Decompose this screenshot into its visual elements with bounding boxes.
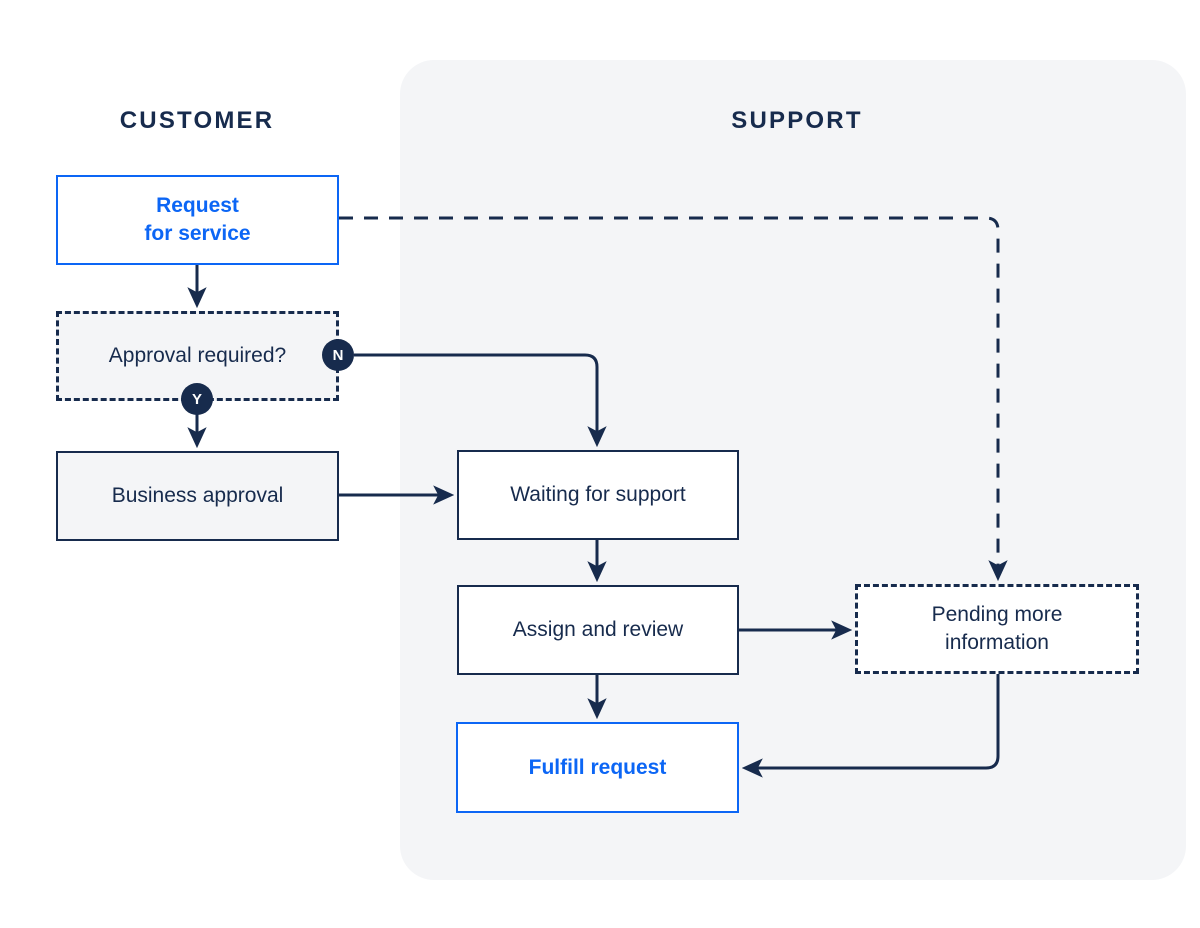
node-pending-more-information[interactable]: Pending more information [855,584,1139,674]
decision-badge-no: N [322,339,354,371]
lane-title-support: SUPPORT [731,107,863,134]
node-assign-label: Assign and review [512,618,684,642]
node-request-for-service[interactable]: Request for service [56,175,339,265]
node-pending-line1: Pending more [931,603,1063,627]
node-request-line1: Request [156,194,239,218]
decision-badge-yes: Y [181,383,213,415]
node-fulfill-request[interactable]: Fulfill request [456,722,739,813]
node-pending-label: Pending more information [932,601,1063,656]
node-waiting-label: Waiting for support [510,483,686,507]
node-waiting-for-support[interactable]: Waiting for support [457,450,739,540]
node-business-label: Business approval [111,484,284,508]
node-fulfill-label: Fulfill request [528,755,667,779]
node-assign-and-review[interactable]: Assign and review [457,585,739,675]
lane-title-customer: CUSTOMER [119,107,275,134]
node-pending-line2: information [945,631,1049,654]
node-approval-label: Approval required? [108,344,287,368]
node-request-label: Request for service [144,192,250,247]
node-request-line2: for service [144,222,251,245]
node-business-approval[interactable]: Business approval [56,451,339,541]
